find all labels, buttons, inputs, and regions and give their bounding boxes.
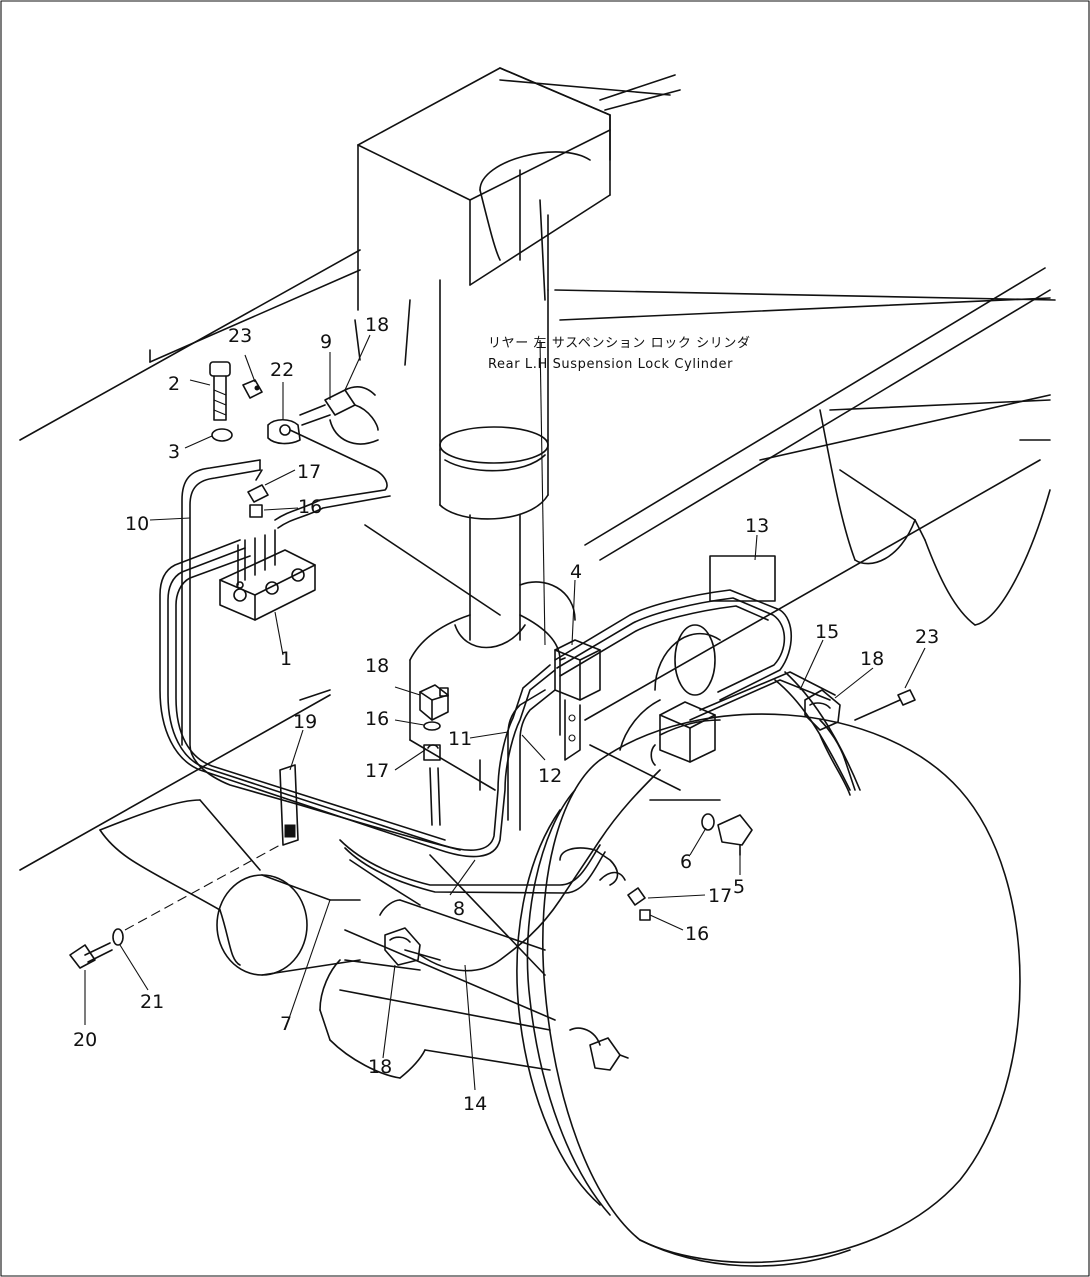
callout-4: 4	[570, 561, 582, 583]
callout-15: 15	[815, 621, 839, 643]
fitting-17-16-valve	[247, 469, 269, 518]
bolt-2	[209, 361, 231, 421]
callout-18-a: 18	[365, 314, 389, 336]
wheel-drum	[516, 699, 1021, 1267]
callout-17-b: 17	[365, 760, 389, 782]
callout-17-c: 17	[708, 885, 732, 907]
callout-3: 3	[168, 441, 180, 463]
callout-11: 11	[448, 728, 472, 750]
components	[69, 361, 916, 1071]
callout-17-a: 17	[297, 461, 321, 483]
callout-1: 1	[280, 648, 292, 670]
callout-5: 5	[733, 876, 745, 898]
block-4	[554, 639, 601, 761]
callout-7: 7	[280, 1013, 292, 1035]
screw-23-top	[242, 379, 263, 399]
washer-21	[112, 928, 124, 946]
callout-12: 12	[538, 765, 562, 787]
callout-16-b: 16	[365, 708, 389, 730]
callout-23-b: 23	[915, 626, 939, 648]
callout-18-b: 18	[365, 655, 389, 677]
leader-lines	[84, 334, 926, 1091]
suspension-cylinder	[354, 67, 721, 791]
callout-16-a: 16	[298, 496, 322, 518]
clamp-19	[279, 764, 299, 846]
callout-numbers: 1 2 3 4 5 6 7 8 9 10 11 12 13 14 15 16 1…	[73, 314, 939, 1115]
block-wheel	[659, 701, 716, 763]
callout-6: 6	[680, 851, 692, 873]
axle-assembly	[99, 799, 556, 1079]
washer-6	[701, 813, 715, 831]
fitting-18-right	[804, 689, 841, 731]
fitting-wheel-lower	[589, 1037, 629, 1071]
label-plate-13	[709, 555, 776, 602]
callout-16-c: 16	[685, 923, 709, 945]
callout-23-a: 23	[228, 325, 252, 347]
hydraulic-pipes	[159, 429, 861, 1046]
callout-19: 19	[293, 711, 317, 733]
assembly-dashed-line	[124, 844, 281, 931]
bolt-5	[717, 814, 753, 856]
chassis-frame	[19, 74, 1056, 871]
callout-22: 22	[270, 359, 294, 381]
callout-14: 14	[463, 1093, 487, 1115]
fitting-18-mid	[419, 684, 449, 761]
callout-9: 9	[320, 331, 332, 353]
fitting-18-top	[299, 385, 379, 445]
callout-2: 2	[168, 373, 180, 395]
fitting-22	[267, 418, 301, 445]
fitting-18-lower	[384, 927, 421, 966]
callout-13: 13	[745, 515, 769, 537]
callout-18-c: 18	[860, 648, 884, 670]
screw-23-right	[854, 689, 916, 721]
callout-20: 20	[73, 1029, 97, 1051]
callout-18-d: 18	[368, 1056, 392, 1078]
washer-3	[211, 428, 233, 442]
valve-block	[219, 529, 316, 621]
caption-english: Rear L.H Suspension Lock Cylinder	[488, 357, 733, 372]
callout-10: 10	[125, 513, 149, 535]
bolt-20	[69, 942, 113, 969]
fitting-17-16-lower	[627, 887, 651, 921]
callout-8: 8	[453, 898, 465, 920]
callout-21: 21	[140, 991, 164, 1013]
caption-japanese: リヤー 左 サスペンション ロック シリンダ	[488, 336, 751, 351]
